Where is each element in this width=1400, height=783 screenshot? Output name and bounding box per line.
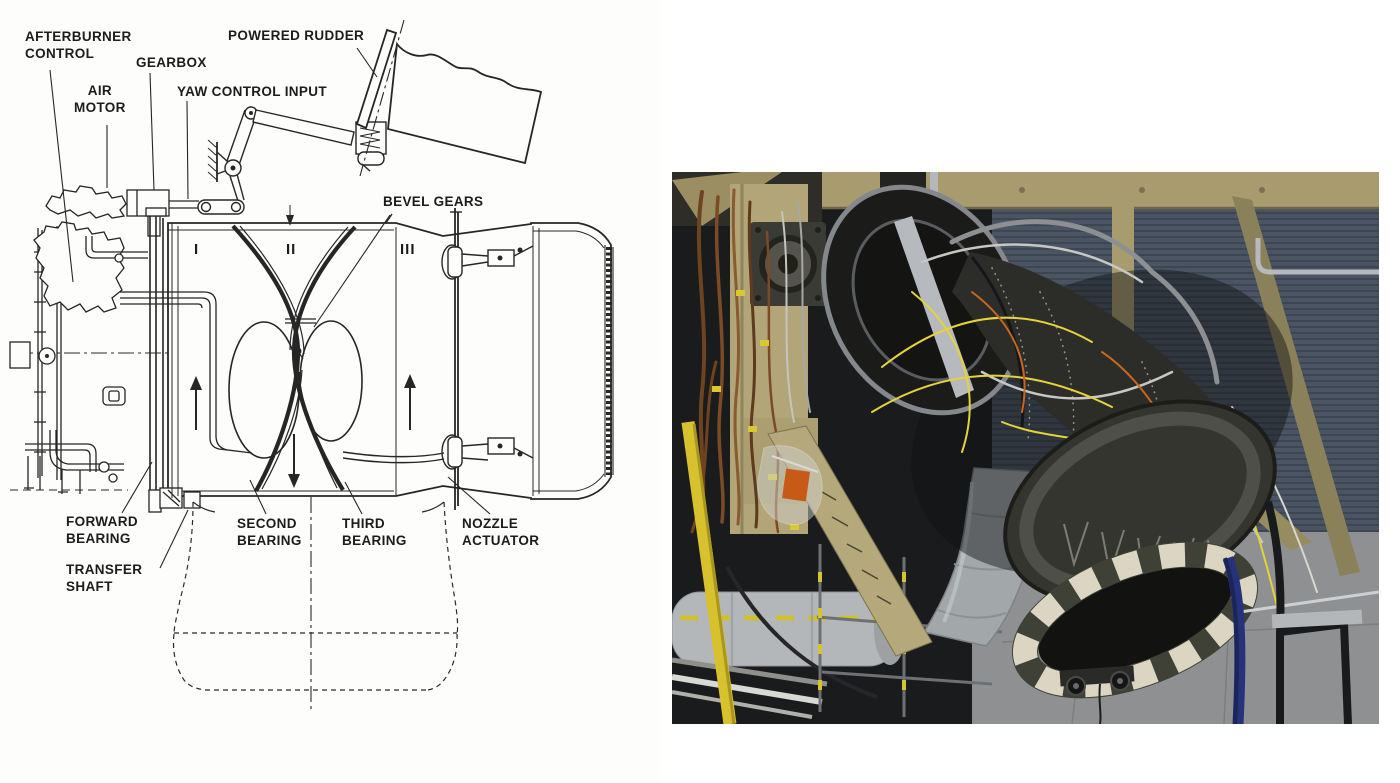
vectoring-nozzle xyxy=(1003,399,1277,725)
label-air-motor: AIR MOTOR xyxy=(74,83,126,116)
engine-diagram-panel: AFTERBURNER CONTROL GEARBOX AIR MOTOR YA… xyxy=(0,0,660,783)
yaw-control-linkage xyxy=(197,106,387,215)
label-forward-bearing: FORWARD BEARING xyxy=(66,514,138,547)
label-leader-lines xyxy=(49,47,491,569)
label-nozzle-actuator: NOZZLE ACTUATOR xyxy=(462,516,540,549)
stenciled-support-arm xyxy=(757,425,933,657)
label-bevel-gears: BEVEL GEARS xyxy=(383,194,484,209)
label-second-bearing: SECOND BEARING xyxy=(237,516,302,549)
engine-front-section xyxy=(9,185,253,513)
engine-body-outline xyxy=(167,222,614,500)
label-afterburner-control: AFTERBURNER CONTROL xyxy=(25,29,132,62)
test-cell-photo xyxy=(671,172,1380,725)
flow-arrows xyxy=(190,374,416,488)
label-gearbox: GEARBOX xyxy=(136,55,207,70)
label-third-bearing: THIRD BEARING xyxy=(342,516,407,549)
station-numeral-1: I xyxy=(194,241,200,258)
foreground-left-equipment xyxy=(671,421,1003,725)
facility-piping-right xyxy=(1222,500,1380,725)
label-powered-rudder: POWERED RUDDER xyxy=(228,28,365,43)
nozzle-actuator-assembly xyxy=(342,208,534,510)
vectoring-ducts xyxy=(228,205,363,493)
station-numeral-2: II xyxy=(286,241,297,258)
powered-rudder-shape xyxy=(355,19,543,177)
station-numeral-3: III xyxy=(400,241,416,258)
label-yaw-control-input: YAW CONTROL INPUT xyxy=(177,84,327,99)
label-transfer-shaft: TRANSFER SHAFT xyxy=(66,562,143,595)
engine-diagram-drawing xyxy=(9,19,614,712)
deflected-nozzle-dashed xyxy=(172,501,459,691)
test-cell-photo-panel xyxy=(671,172,1380,725)
